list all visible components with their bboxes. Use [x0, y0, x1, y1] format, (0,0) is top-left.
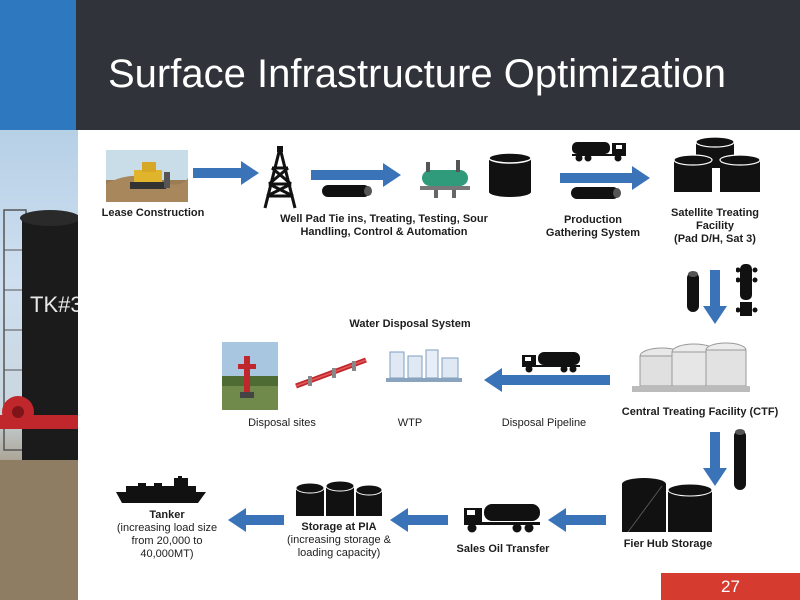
tanker-ship-icon [114, 476, 208, 504]
label-satellite-line2: Facility [696, 220, 734, 232]
fier-hub-tanks-icon [618, 476, 716, 534]
red-pipe-icon [292, 352, 370, 392]
page-number: 27 [721, 577, 740, 596]
label-tanker-line3: from 20,000 to [131, 535, 203, 547]
label-production-line2: Gathering System [545, 227, 641, 239]
drilling-rig-icon [260, 146, 300, 210]
label-storage-pia-line2: (increasing storage & [287, 534, 391, 546]
flow-arrow-left [228, 508, 284, 532]
label-well-pad-line2: Handling, Control & Automation [300, 226, 468, 238]
label-production-line1: Production [563, 214, 623, 226]
vertical-pipe-icon [686, 270, 700, 314]
slide-title: Surface Infrastructure Optimization [108, 52, 727, 96]
treating-unit-icon [416, 158, 474, 198]
label-disposal-sites: Disposal sites [248, 417, 316, 429]
label-tanker-title: Tanker [149, 509, 185, 521]
label-tanker-line2: (increasing load size [116, 522, 218, 534]
pia-storage-tanks-icon [294, 478, 384, 518]
tanker-truck-icon [462, 500, 542, 534]
flow-arrow-down [703, 270, 727, 324]
flow-arrow [311, 163, 401, 187]
label-sales-oil: Sales Oil Transfer [456, 543, 550, 555]
flow-arrow-left [390, 508, 448, 532]
bulldozer-image [106, 150, 188, 202]
label-ctf: Central Treating Facility (CTF) [621, 406, 779, 418]
label-production-gathering: Production Gathering System [540, 214, 646, 240]
satellite-tanks-icon [672, 136, 762, 198]
vertical-truck-icon [735, 262, 758, 320]
label-storage-pia-line3: loading capacity) [297, 547, 381, 559]
label-well-pad: Well Pad Tie ins, Treating, Testing, Sou… [268, 213, 500, 239]
page-number-bar [661, 573, 800, 600]
label-storage-pia: Storage at PIA (increasing storage & loa… [276, 521, 402, 560]
tanker-truck-icon [520, 348, 582, 374]
flow-arrow-left [484, 368, 610, 392]
tanker-truck-icon [570, 137, 628, 163]
label-satellite-treating: Satellite Treating Facility (Pad D/H, Sa… [660, 207, 770, 246]
flow-arrow-down [703, 432, 727, 486]
flow-arrow [193, 161, 259, 185]
storage-tank-icon [488, 152, 532, 198]
pipe-icon [567, 186, 623, 200]
pipe-icon [318, 184, 374, 198]
label-disposal-pipeline: Disposal Pipeline [501, 417, 587, 429]
label-tanker-line4: 40,000MT) [140, 548, 194, 560]
flow-arrow-left [548, 508, 606, 532]
label-satellite-line3: (Pad D/H, Sat 3) [674, 233, 756, 245]
tank-label: TK#3 [30, 292, 78, 317]
ctf-tanks-icon [632, 340, 750, 398]
label-tanker: Tanker (increasing load size from 20,000… [108, 509, 226, 561]
header-bar [0, 0, 800, 130]
vertical-pipe-icon [733, 428, 747, 492]
label-wtp: WTP [397, 417, 423, 429]
label-satellite-line1: Satellite Treating [670, 207, 760, 219]
disposal-site-photo [222, 342, 278, 410]
left-tank-photo: TK#3 [0, 130, 78, 600]
label-lease-construction: Lease Construction [101, 207, 205, 219]
header-accent-block [0, 0, 76, 130]
label-fier-hub: Fier Hub Storage [623, 538, 713, 550]
wtp-plant-icon [384, 346, 464, 386]
label-well-pad-line1: Well Pad Tie ins, Treating, Testing, Sou… [280, 213, 488, 225]
label-water-disposal: Water Disposal System [349, 318, 471, 330]
label-storage-pia-title: Storage at PIA [301, 521, 377, 533]
flow-arrow [560, 166, 650, 190]
